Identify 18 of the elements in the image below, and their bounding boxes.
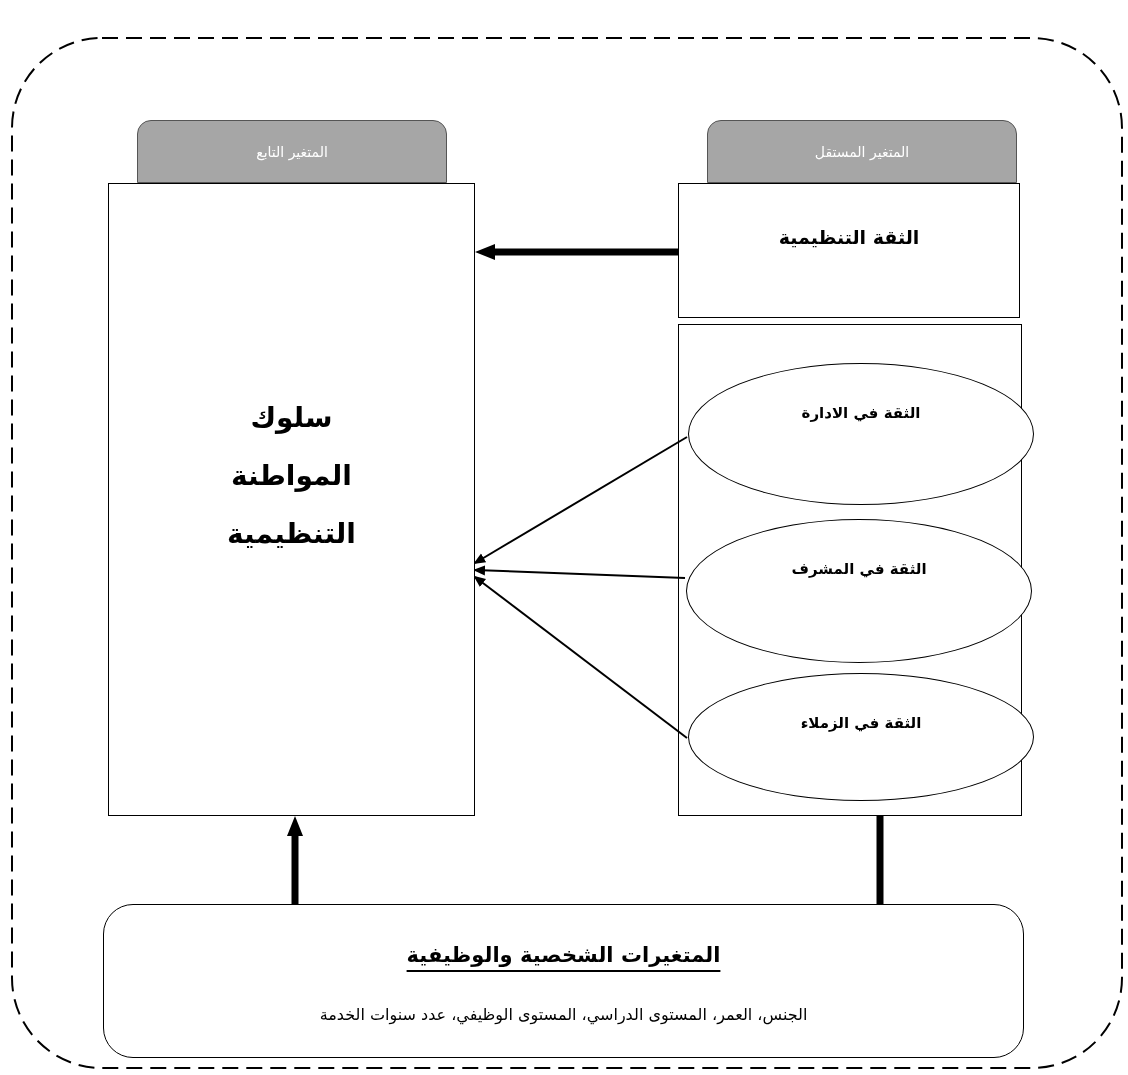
box-label: سلوك المواطنة التنظيمية: [226, 400, 357, 552]
rounded-box: [103, 904, 1024, 1058]
arrow: [287, 816, 303, 904]
box-label: الثقة التنظيمية: [778, 226, 920, 248]
ellipse-label: الثقة في المشرف: [791, 560, 927, 578]
ellipse-label: الثقة في الزملاء: [800, 714, 922, 732]
header-tab: [137, 120, 447, 183]
arrow: [473, 575, 688, 739]
variable-list: الجنس، العمر، المستوى الدراسي، المستوى الوظيفي، عدد سنوات الخدمة: [319, 1005, 808, 1024]
tab-label: المتغير التابع: [256, 143, 328, 160]
tab-label: المتغير المستقل: [814, 143, 910, 160]
ellipse-label: الثقة في الادارة: [801, 404, 921, 422]
arrow: [473, 565, 686, 579]
arrow: [475, 244, 678, 260]
variable-box: [678, 183, 1020, 318]
header-tab: [707, 120, 1017, 183]
arrow: [473, 436, 688, 564]
variable-box: [108, 183, 475, 816]
